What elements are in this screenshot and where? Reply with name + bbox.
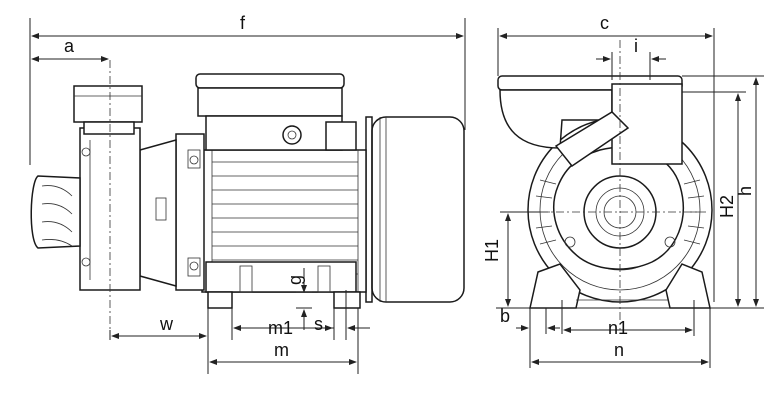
dim-H2-h: H2 h — [496, 75, 764, 309]
dim-a: a — [31, 36, 109, 62]
label-i: i — [634, 36, 638, 56]
inlet-nozzle — [30, 175, 81, 249]
label-s: s — [314, 314, 323, 334]
label-g: g — [285, 275, 305, 285]
terminal-box — [195, 73, 357, 151]
dim-c: c — [497, 13, 715, 302]
label-H2: H2 — [717, 195, 737, 218]
label-h: h — [735, 186, 755, 196]
dims-bottom-side: w m1 s m — [109, 290, 370, 374]
dim-f: f — [29, 13, 466, 165]
dim-H1: H1 — [482, 211, 540, 307]
side-view: f a g w m1 s — [29, 13, 466, 374]
label-w: w — [159, 314, 174, 334]
front-base — [529, 263, 711, 309]
label-n1: n1 — [608, 318, 628, 338]
label-c: c — [600, 13, 609, 33]
label-a: a — [64, 36, 75, 56]
label-f: f — [240, 13, 246, 33]
label-m: m — [274, 340, 289, 360]
label-b: b — [500, 306, 510, 326]
dim-i: i — [596, 36, 666, 80]
cable-gland-icon — [282, 125, 302, 145]
dims-bottom-front: b n1 n — [500, 300, 711, 368]
label-n: n — [614, 340, 624, 360]
front-top — [497, 75, 683, 168]
motor-flange — [139, 133, 205, 291]
front-view: c i H1 H2 h — [482, 13, 764, 368]
label-H1: H1 — [482, 239, 502, 262]
label-m1: m1 — [268, 318, 293, 338]
motor-feet — [205, 261, 361, 309]
motor-fan-cover — [365, 116, 465, 303]
outlet-pipe — [73, 85, 143, 135]
